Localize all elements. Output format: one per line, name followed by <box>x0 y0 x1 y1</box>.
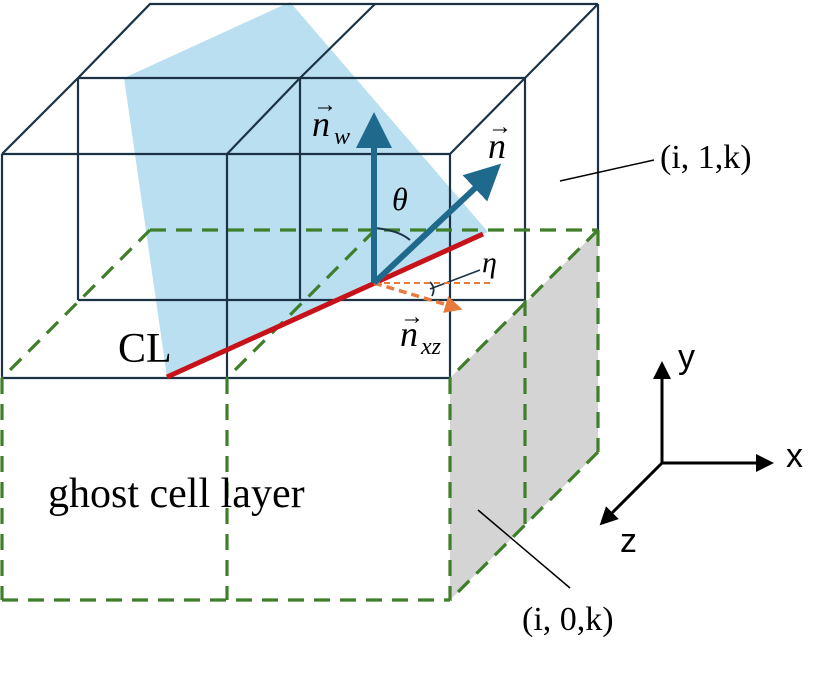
axis-label-x: x <box>786 437 803 475</box>
interface-plane <box>124 2 488 377</box>
contact-line <box>165 231 485 380</box>
theta-symbol: θ <box>392 181 408 217</box>
axis-label-z: z <box>620 522 637 560</box>
cell-upper-leader <box>559 159 655 182</box>
nxz-vector-subscript: xz <box>420 334 442 360</box>
contact-line-label: CL <box>118 326 172 372</box>
cell-ghost-label: (i, 0,k) <box>522 601 614 638</box>
cell-ghost-leader <box>477 509 571 589</box>
ghost-layer-label: ghost cell layer <box>48 471 305 517</box>
theta-arc <box>373 227 411 241</box>
nw-vector-label: n <box>312 104 330 144</box>
eta-arc <box>429 281 435 297</box>
nxz-vector-arrow-glyph: → <box>400 304 424 330</box>
axis-label-y: y <box>678 338 695 376</box>
n-vector-arrow-glyph: → <box>488 114 512 140</box>
nw-vector-subscript: w <box>334 124 350 150</box>
cell-upper-label: (i, 1,k) <box>660 139 752 176</box>
nxz-vector-label: n <box>400 314 418 354</box>
interface-normal-n-arrow <box>371 163 502 286</box>
n-vector-label: n <box>488 126 506 166</box>
eta-leader <box>429 269 481 290</box>
coordinate-axes <box>599 361 774 526</box>
nw-vector-arrow-glyph: → <box>313 92 337 118</box>
eta-symbol: η <box>482 246 497 279</box>
projected-normal-nxz-arrow <box>373 281 463 313</box>
